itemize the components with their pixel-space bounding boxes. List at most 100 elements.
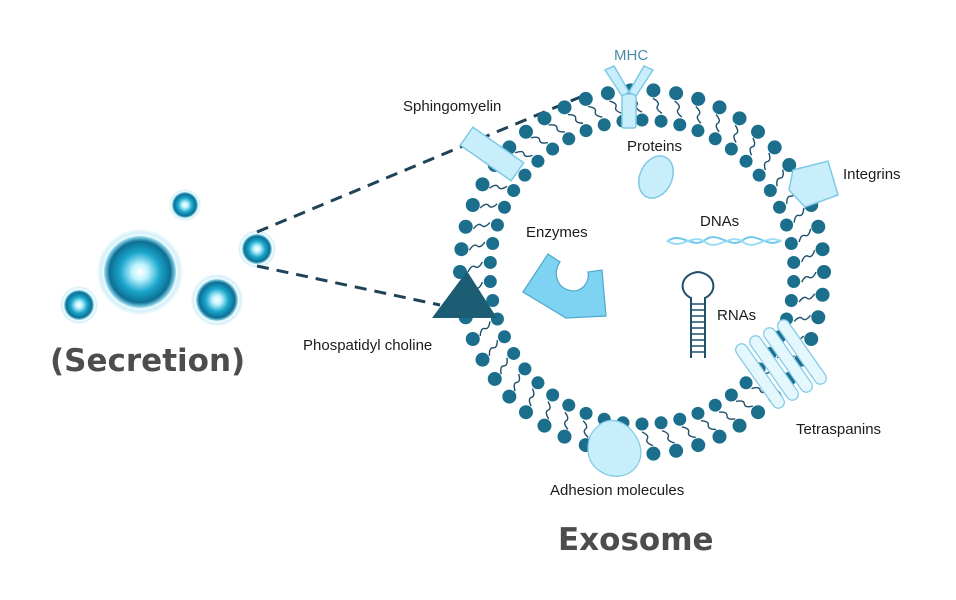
vesicle-right (191, 274, 243, 326)
vesicle-large (97, 229, 183, 315)
lipid-tail (513, 373, 521, 392)
lipid-head-inner (739, 154, 753, 168)
lipid-head-outer (646, 446, 661, 461)
lipid-head-inner (784, 237, 798, 251)
mhc-label: MHC (614, 47, 649, 64)
lipid-head-outer (669, 86, 684, 101)
lipid-tail (500, 357, 508, 375)
lipid-head-outer (458, 219, 473, 234)
lipid-head-outer (804, 331, 819, 346)
lipid-head-inner (691, 406, 705, 420)
lipid-tail (514, 150, 533, 158)
lipid-head-inner (724, 142, 738, 156)
lipid-head-outer (732, 111, 747, 126)
lipid-head-inner (579, 406, 593, 420)
lipid-head-inner (635, 113, 649, 127)
integrins-label: Integrins (843, 166, 901, 183)
lipid-head-inner (763, 184, 777, 198)
lipid-head-outer (691, 438, 706, 453)
lipid-head-outer (454, 242, 469, 257)
lipid-tail (695, 106, 702, 124)
lipid-tail (548, 124, 565, 133)
lipid-head-inner (597, 118, 611, 132)
lipid-tail (798, 293, 816, 303)
lipid-head-outer (465, 198, 480, 213)
lipid-head-outer (751, 405, 766, 420)
lipid-tail (661, 430, 675, 444)
secretion-title: (Secretion) (50, 343, 246, 379)
lipid-tail (735, 400, 754, 408)
lipid-head-outer (475, 352, 490, 367)
lipid-head-inner (708, 398, 722, 412)
lipid-head-outer (453, 265, 467, 279)
lipid-tail (468, 241, 486, 251)
lipid-head-inner (562, 132, 576, 146)
lipid-head-outer (578, 91, 593, 106)
lipid-head-outer (811, 219, 826, 234)
lipid-head-inner (673, 118, 687, 132)
lipid-tail (715, 114, 720, 133)
rnas-label: RNAs (717, 307, 757, 324)
phosphatidyl-icon (432, 271, 497, 318)
tetraspanins-icon (735, 319, 827, 409)
lipid-tail (763, 152, 771, 171)
lipid-head-inner (787, 275, 801, 289)
lipid-tail (488, 340, 498, 356)
lipid-tail (588, 105, 603, 118)
zoom-lines (256, 93, 586, 307)
lipid-tail (674, 100, 683, 118)
lipid-tail (545, 401, 551, 420)
rnas-icon (681, 270, 715, 358)
lipid-head-inner (654, 114, 668, 128)
lipid-head-outer (557, 100, 572, 115)
lipid-tail (749, 137, 756, 156)
lipid-head-outer (811, 310, 826, 325)
lipid-head-inner (773, 200, 787, 214)
lipid-head-outer (518, 405, 533, 420)
lipid-head-inner (531, 154, 545, 168)
lipid-head-inner (739, 376, 753, 390)
phosphatidyl-label: Phospatidyl choline (303, 337, 433, 354)
lipid-head-outer (465, 331, 480, 346)
lipid-head-outer (518, 124, 533, 139)
lipid-tail (609, 100, 623, 114)
lipid-tail (564, 411, 569, 430)
lipid-head-outer (475, 177, 490, 192)
lipid-head-outer (691, 91, 706, 106)
lipid-tail (582, 420, 589, 438)
lipid-head-inner (752, 168, 766, 182)
lipid-tail (798, 228, 812, 243)
lipid-head-outer (600, 86, 615, 101)
lipid-tail (681, 426, 696, 439)
lipid-tail (793, 314, 812, 322)
lipid-tail (530, 136, 549, 144)
lipid-tail (801, 249, 816, 263)
lipid-head-outer (537, 111, 552, 126)
lipid-tail (733, 124, 739, 143)
lipid-head-inner (483, 275, 497, 289)
lipid-tail (489, 184, 508, 190)
proteins-label: Proteins (627, 138, 683, 155)
lipid-head-inner (483, 255, 497, 269)
tetraspanins-label: Tetraspanins (796, 421, 882, 438)
lipid-head-inner (507, 184, 521, 198)
lipid-head-outer (557, 429, 572, 444)
exosome-title: Exosome (558, 522, 714, 558)
lipid-head-inner (654, 416, 668, 430)
lipid-head-inner (490, 218, 504, 232)
lipid-head-outer (767, 140, 782, 155)
lipid-tail (793, 207, 805, 223)
lipid-head-inner (784, 293, 798, 307)
lipid-head-inner (562, 398, 576, 412)
lipid-head-outer (712, 429, 727, 444)
lipid-head-inner (497, 330, 511, 344)
lipid-head-outer (815, 242, 830, 257)
lipid-head-outer (751, 124, 766, 139)
dnas-icon (666, 236, 782, 246)
lipid-head-inner (546, 388, 560, 402)
vesicle-zoom-source (238, 230, 276, 268)
lipid-tail (472, 222, 491, 230)
secreted-vesicles (60, 189, 276, 326)
lipid-head-inner (787, 255, 801, 269)
